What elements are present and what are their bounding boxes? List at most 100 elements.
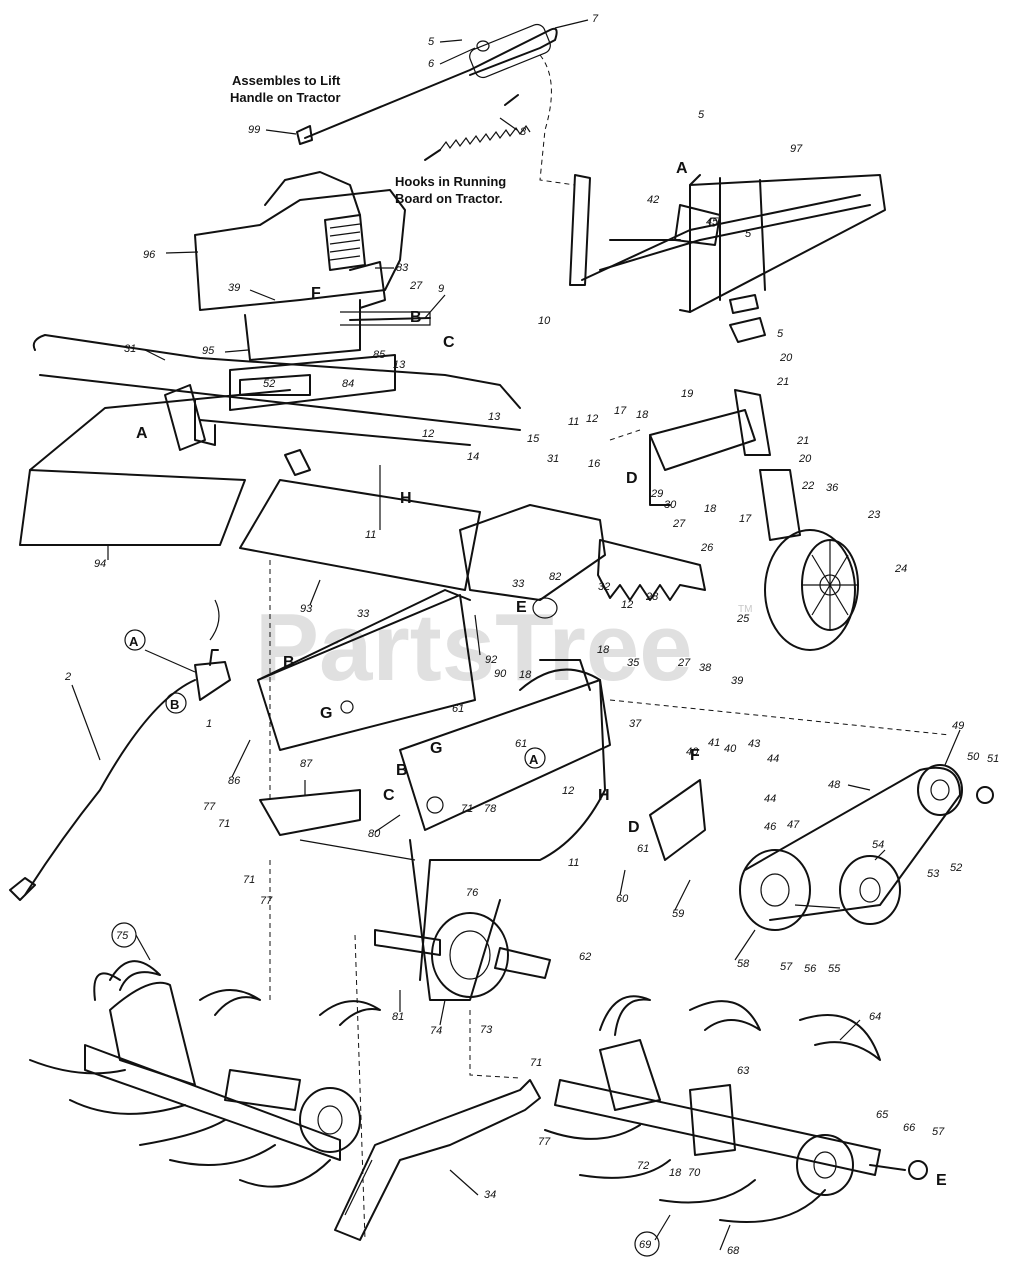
callout-27: 27 — [677, 657, 691, 669]
callout-56: 56 — [804, 963, 817, 975]
callout-61: 61 — [452, 703, 464, 715]
callout-37: 37 — [629, 718, 642, 730]
callout-55: 55 — [828, 963, 841, 975]
callout-12: 12 — [621, 599, 633, 611]
callout-50: 50 — [967, 751, 980, 763]
callout-14: 14 — [467, 451, 479, 463]
callout-69: 69 — [639, 1239, 651, 1251]
callout-96: 96 — [143, 249, 156, 261]
ref-letter-e-2: E — [936, 1172, 947, 1189]
callout-92: 92 — [485, 654, 497, 666]
callout-66: 66 — [903, 1122, 916, 1134]
callout-64: 64 — [869, 1011, 881, 1023]
ref-letter-d: D — [626, 470, 638, 487]
note-lift-handle-1: Assembles to Lift — [232, 73, 341, 88]
callout-70: 70 — [688, 1167, 701, 1179]
callout-42: 42 — [647, 194, 659, 206]
callout-18: 18 — [519, 669, 532, 681]
callout-54: 54 — [872, 839, 884, 851]
ref-letter-h: H — [400, 490, 412, 507]
callout-44: 44 — [767, 753, 779, 765]
ref-letter-b: B — [410, 309, 422, 326]
callout-43: 43 — [748, 738, 761, 750]
callout-77: 77 — [538, 1136, 551, 1148]
watermark-tm: TM — [738, 604, 752, 615]
callout-68: 68 — [727, 1245, 740, 1257]
callout-95: 95 — [202, 345, 215, 357]
callout-71: 71 — [530, 1057, 542, 1069]
callout-57: 57 — [932, 1126, 945, 1138]
depth-stake — [334, 1079, 541, 1241]
tine-shield-frame — [19, 334, 606, 619]
callout-52: 52 — [950, 862, 962, 874]
callout-18: 18 — [597, 644, 610, 656]
callout-44: 44 — [764, 793, 776, 805]
callout-5: 5 — [428, 36, 435, 48]
callout-12: 12 — [422, 428, 434, 440]
callout-28: 28 — [645, 591, 659, 603]
callout-30: 30 — [664, 499, 677, 511]
callout-12: 12 — [562, 785, 574, 797]
ref-letter-a-2: A — [676, 160, 688, 177]
ref-letter-c: C — [443, 334, 455, 351]
callout-71: 71 — [218, 818, 230, 830]
callout-46: 46 — [764, 821, 777, 833]
callout-58: 58 — [737, 958, 750, 970]
note-running-board-2: Board on Tractor. — [395, 191, 503, 206]
callout-31: 31 — [547, 453, 559, 465]
callout-77: 77 — [203, 801, 216, 813]
callout-18: 18 — [669, 1167, 682, 1179]
hitch-frame — [569, 174, 886, 313]
callout-21: 21 — [776, 376, 789, 388]
callout-45: 45 — [706, 216, 719, 228]
callout-9: 9 — [438, 283, 444, 295]
callout-34: 34 — [484, 1189, 496, 1201]
callout-23: 23 — [867, 509, 881, 521]
callout-31: 31 — [124, 343, 136, 355]
callout-24: 24 — [894, 563, 907, 575]
ref-letter-f: F — [311, 285, 321, 302]
callout-38: 38 — [699, 662, 712, 674]
callout-11: 11 — [365, 529, 376, 541]
callout-27: 27 — [672, 518, 686, 530]
callout-97: 97 — [790, 143, 803, 155]
callout-53: 53 — [927, 868, 940, 880]
right-tines — [544, 995, 928, 1223]
callout-94: 94 — [94, 558, 106, 570]
callout-17: 17 — [739, 513, 752, 525]
callout-16: 16 — [588, 458, 601, 470]
callout-7: 7 — [592, 13, 599, 25]
ref-letter-d-2: D — [628, 819, 640, 836]
callout-33: 33 — [357, 608, 370, 620]
callout-81: 81 — [392, 1011, 404, 1023]
callout-21: 21 — [796, 435, 809, 447]
callout-18: 18 — [636, 409, 649, 421]
callout-26: 26 — [700, 542, 714, 554]
callout-15: 15 — [527, 433, 540, 445]
callout-35: 35 — [627, 657, 640, 669]
callout-18: 18 — [704, 503, 717, 515]
callout-39: 39 — [731, 675, 743, 687]
callout-78: 78 — [484, 803, 497, 815]
callout-49: 49 — [952, 720, 964, 732]
callout-22: 22 — [801, 480, 814, 492]
callout-19: 19 — [681, 388, 693, 400]
callout-12: 12 — [586, 413, 598, 425]
callout-71: 71 — [461, 803, 473, 815]
callout-63: 63 — [737, 1065, 750, 1077]
callout-33: 33 — [512, 578, 525, 590]
circled-letter-a-2: A — [529, 752, 539, 767]
callout-40: 40 — [686, 746, 699, 758]
callout-11: 11 — [568, 416, 579, 428]
safety-switch — [9, 599, 231, 901]
callout-75: 75 — [116, 930, 129, 942]
callout-99: 99 — [248, 124, 260, 136]
leader-lines — [71, 19, 961, 1251]
watermark: PartsTree — [255, 594, 693, 701]
callout-20: 20 — [779, 352, 793, 364]
callout-17: 17 — [614, 405, 627, 417]
callout-47: 47 — [787, 819, 800, 831]
lift-rod-assembly — [296, 23, 576, 186]
belt-cover — [257, 589, 476, 751]
